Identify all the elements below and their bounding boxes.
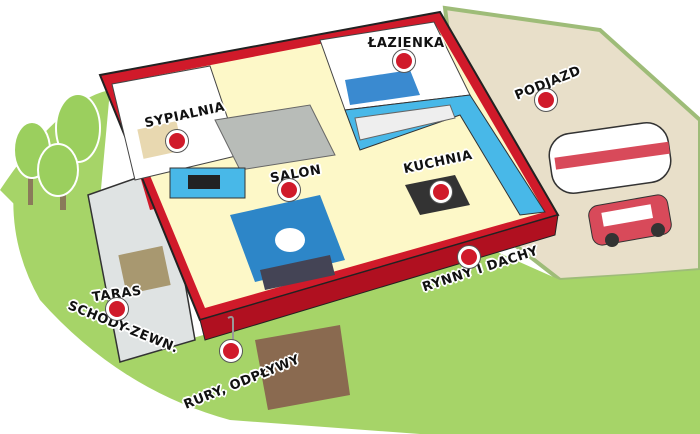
- label-lazienka: ŁAZIENKA: [368, 36, 445, 51]
- hotspot-rynny[interactable]: [458, 246, 480, 268]
- hotspot-sypialnia[interactable]: [166, 130, 188, 152]
- hotspot-taras[interactable]: [106, 298, 128, 320]
- garden-bed: [255, 325, 350, 410]
- hotspot-salon[interactable]: [278, 179, 300, 201]
- vehicles: [548, 122, 672, 247]
- trees: [13, 93, 101, 210]
- hotspot-rury[interactable]: [220, 340, 242, 362]
- hotspot-lazienka[interactable]: [393, 50, 415, 72]
- hotspot-podjazd[interactable]: [535, 89, 557, 111]
- hotspot-kuchnia[interactable]: [430, 181, 452, 203]
